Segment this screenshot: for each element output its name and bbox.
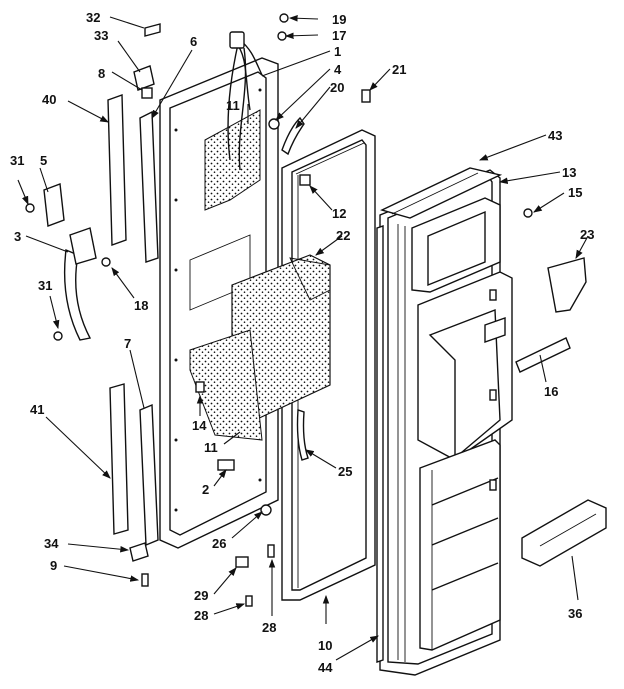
- callout-28-right: 28: [262, 620, 276, 635]
- callout-31-lower: 31: [38, 278, 52, 293]
- callout-6: 6: [190, 34, 197, 49]
- callout-36: 36: [568, 606, 582, 621]
- handle-bracket: [43, 183, 65, 227]
- callout-28-left: 28: [194, 608, 208, 623]
- callout-4: 4: [334, 62, 342, 77]
- callout-33: 33: [94, 28, 108, 43]
- callout-13: 13: [562, 165, 576, 180]
- callout-16: 16: [544, 384, 558, 399]
- callout-25: 25: [338, 464, 352, 479]
- callout-7: 7: [124, 336, 131, 351]
- callout-34: 34: [44, 536, 59, 551]
- callout-11-lower: 11: [204, 440, 218, 455]
- callout-2: 2: [202, 482, 209, 497]
- callout-9: 9: [50, 558, 57, 573]
- outer-door-panel: [379, 167, 513, 676]
- callout-20: 20: [330, 80, 344, 95]
- callout-21: 21: [392, 62, 406, 77]
- lower-handle-trim: [109, 383, 159, 547]
- wiring-harness: [227, 31, 263, 171]
- callout-40: 40: [42, 92, 56, 107]
- callout-44: 44: [318, 660, 333, 675]
- callout-10: 10: [318, 638, 332, 653]
- callout-12: 12: [332, 206, 346, 221]
- callout-23: 23: [580, 227, 594, 242]
- callout-32: 32: [86, 10, 100, 25]
- door-handle: [63, 227, 97, 341]
- callout-26: 26: [212, 536, 226, 551]
- ice-chute: [547, 257, 587, 313]
- callout-14: 14: [192, 418, 207, 433]
- callout-18: 18: [134, 298, 148, 313]
- callout-5: 5: [40, 153, 47, 168]
- callout-3: 3: [14, 229, 21, 244]
- callout-8: 8: [98, 66, 105, 81]
- leader-lines: [17, 14, 589, 661]
- insulation-block: [189, 254, 331, 441]
- callout-labels: 32 33 8 40 6 19 17 1 4 20 21 43 13 15 23…: [10, 10, 594, 675]
- callout-31-upper: 31: [10, 153, 24, 168]
- upper-handle-trim: [107, 94, 159, 263]
- callout-19: 19: [332, 12, 346, 27]
- callout-43: 43: [548, 128, 562, 143]
- callout-1: 1: [334, 44, 341, 59]
- drip-tray: [521, 499, 607, 567]
- callout-15: 15: [568, 185, 582, 200]
- fill-tube-upper: [281, 116, 305, 156]
- callout-41: 41: [30, 402, 44, 417]
- callout-17: 17: [332, 28, 346, 43]
- hardware-fasteners: [25, 13, 533, 607]
- callout-11-upper: 11: [226, 98, 240, 113]
- door-gasket-strip: [376, 225, 384, 663]
- callout-29: 29: [194, 588, 208, 603]
- callout-22: 22: [336, 228, 350, 243]
- fill-tube-lower: [296, 409, 309, 461]
- dispenser-slide: [515, 337, 571, 373]
